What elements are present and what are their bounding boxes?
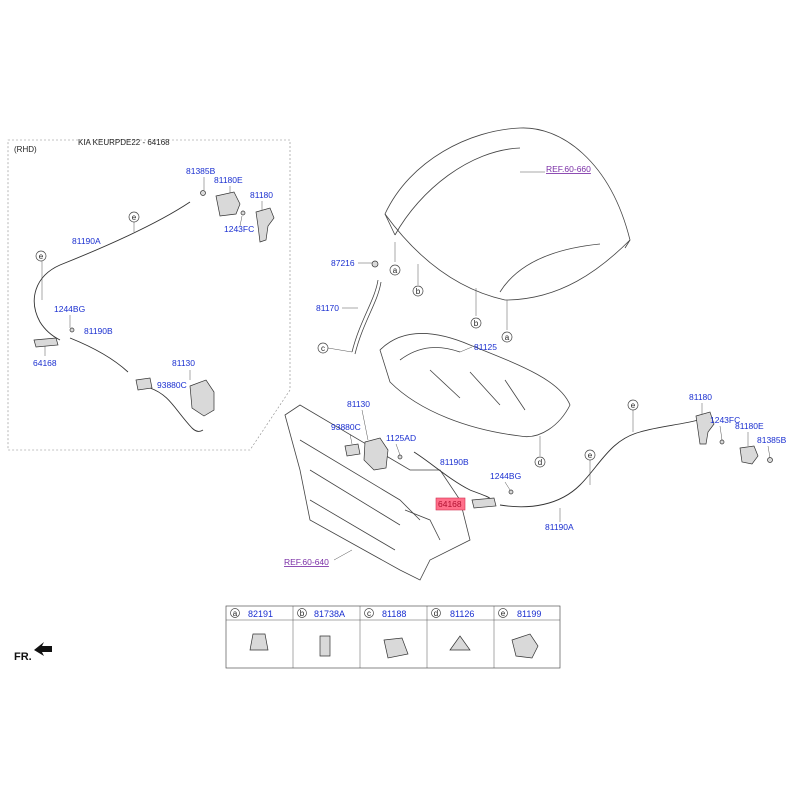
legend-key-d: d: [434, 609, 438, 618]
label-87216[interactable]: 87216: [331, 258, 355, 268]
inset-bracket-part: [215, 191, 241, 217]
legend-code-81199: 81199: [517, 609, 541, 619]
legend-cell-c[interactable]: c 81188: [364, 608, 409, 659]
highlight-64168[interactable]: [435, 497, 466, 511]
label-81180[interactable]: 81180: [689, 392, 712, 402]
front-arrow-icon: [34, 642, 52, 656]
legend-part-d: [449, 635, 471, 651]
front-direction-indicator: FR.: [14, 642, 52, 663]
label-81170[interactable]: 81170: [316, 303, 339, 313]
legend-part-a: [249, 633, 269, 651]
legend-cell-d[interactable]: d 81126: [431, 608, 475, 651]
legend-code-81126: 81126: [450, 609, 474, 619]
inset-marker-e2: e: [39, 252, 44, 261]
marker-a-2: a: [505, 333, 510, 342]
marker-b-1: b: [416, 287, 421, 296]
label-81190b[interactable]: 81190B: [440, 457, 469, 467]
marker-a-1: a: [393, 266, 398, 275]
inset-label-81385b[interactable]: 81385B: [186, 166, 216, 176]
inset-marker-e1: e: [132, 213, 137, 222]
legend-key-a: a: [233, 609, 238, 618]
support-rod: 87216 81170 c: [316, 258, 382, 355]
label-1125ad[interactable]: 1125AD: [386, 433, 416, 443]
inset-label-81180[interactable]: 81180: [250, 190, 273, 200]
label-1243fc[interactable]: 1243FC: [710, 415, 740, 425]
marker-d: d: [538, 458, 542, 467]
legend-cell-b[interactable]: b 81738A: [297, 608, 346, 657]
legend-key-b: b: [300, 609, 305, 618]
release-handle: 81180 1243FC 81180E 81385B: [689, 392, 787, 465]
label-64168[interactable]: 64168: [438, 499, 462, 509]
legend-key-e: e: [501, 609, 506, 618]
label-93880c[interactable]: 93880C: [331, 422, 361, 432]
inset-latch-part: [189, 379, 215, 417]
marker-c: c: [321, 344, 325, 353]
hood-panel: REF.60-660: [384, 127, 631, 301]
inset-label-81190b[interactable]: 81190B: [84, 326, 113, 336]
inset-label-93880c[interactable]: 93880C: [157, 380, 187, 390]
ref-60-640-link[interactable]: REF.60-640: [284, 557, 329, 567]
ref-60-660-link[interactable]: REF.60-660: [546, 164, 591, 174]
front-end-module: REF.60-640: [284, 404, 471, 581]
legend-key-c: c: [367, 609, 371, 618]
hood-markers: a b b a: [389, 242, 513, 343]
inset-label-81190a[interactable]: 81190A: [72, 236, 101, 246]
inset-title: KIA KEURPDE22 - 64168: [78, 138, 170, 147]
legend-code-81738a: 81738A: [314, 609, 345, 619]
label-81180e[interactable]: 81180E: [735, 421, 764, 431]
inset-label-1243fc[interactable]: 1243FC: [224, 224, 254, 234]
label-81125[interactable]: 81125: [474, 342, 497, 352]
inset-label-64168[interactable]: 64168: [33, 358, 57, 368]
legend-part-b: [319, 635, 331, 657]
insulator-pad: 81125 d: [379, 333, 571, 468]
hood-latch: 81130 93880C 1125AD: [331, 399, 416, 471]
label-81130[interactable]: 81130: [347, 399, 370, 409]
marker-e-1: e: [588, 451, 593, 460]
inset-label-1244bg[interactable]: 1244BG: [54, 304, 85, 314]
legend-cell-a[interactable]: a 82191: [230, 608, 274, 651]
inset-handle-part: [255, 207, 275, 243]
inset-rhd-label: (RHD): [14, 145, 37, 154]
inset-label-81180e[interactable]: 81180E: [214, 175, 243, 185]
legend-part-e: [511, 633, 539, 659]
release-cable: 81190B 1244BG 64168 81190A e e: [413, 399, 699, 532]
inset-label-81130[interactable]: 81130: [172, 358, 195, 368]
label-81190a[interactable]: 81190A: [545, 522, 574, 532]
marker-e-2: e: [631, 401, 636, 410]
legend-part-c: [383, 637, 409, 659]
label-1244bg[interactable]: 1244BG: [490, 471, 521, 481]
rhd-inset: (RHD) KIA KEURPDE22 - 64168 81385B 81180…: [7, 138, 291, 451]
front-label: FR.: [14, 651, 32, 663]
legend-code-82191: 82191: [248, 609, 273, 619]
legend-code-81188: 81188: [382, 609, 406, 619]
inset-border: [7, 139, 291, 451]
legend-cell-e[interactable]: e 81199: [498, 608, 542, 659]
label-81385b[interactable]: 81385B: [757, 435, 787, 445]
marker-b-2: b: [474, 319, 479, 328]
